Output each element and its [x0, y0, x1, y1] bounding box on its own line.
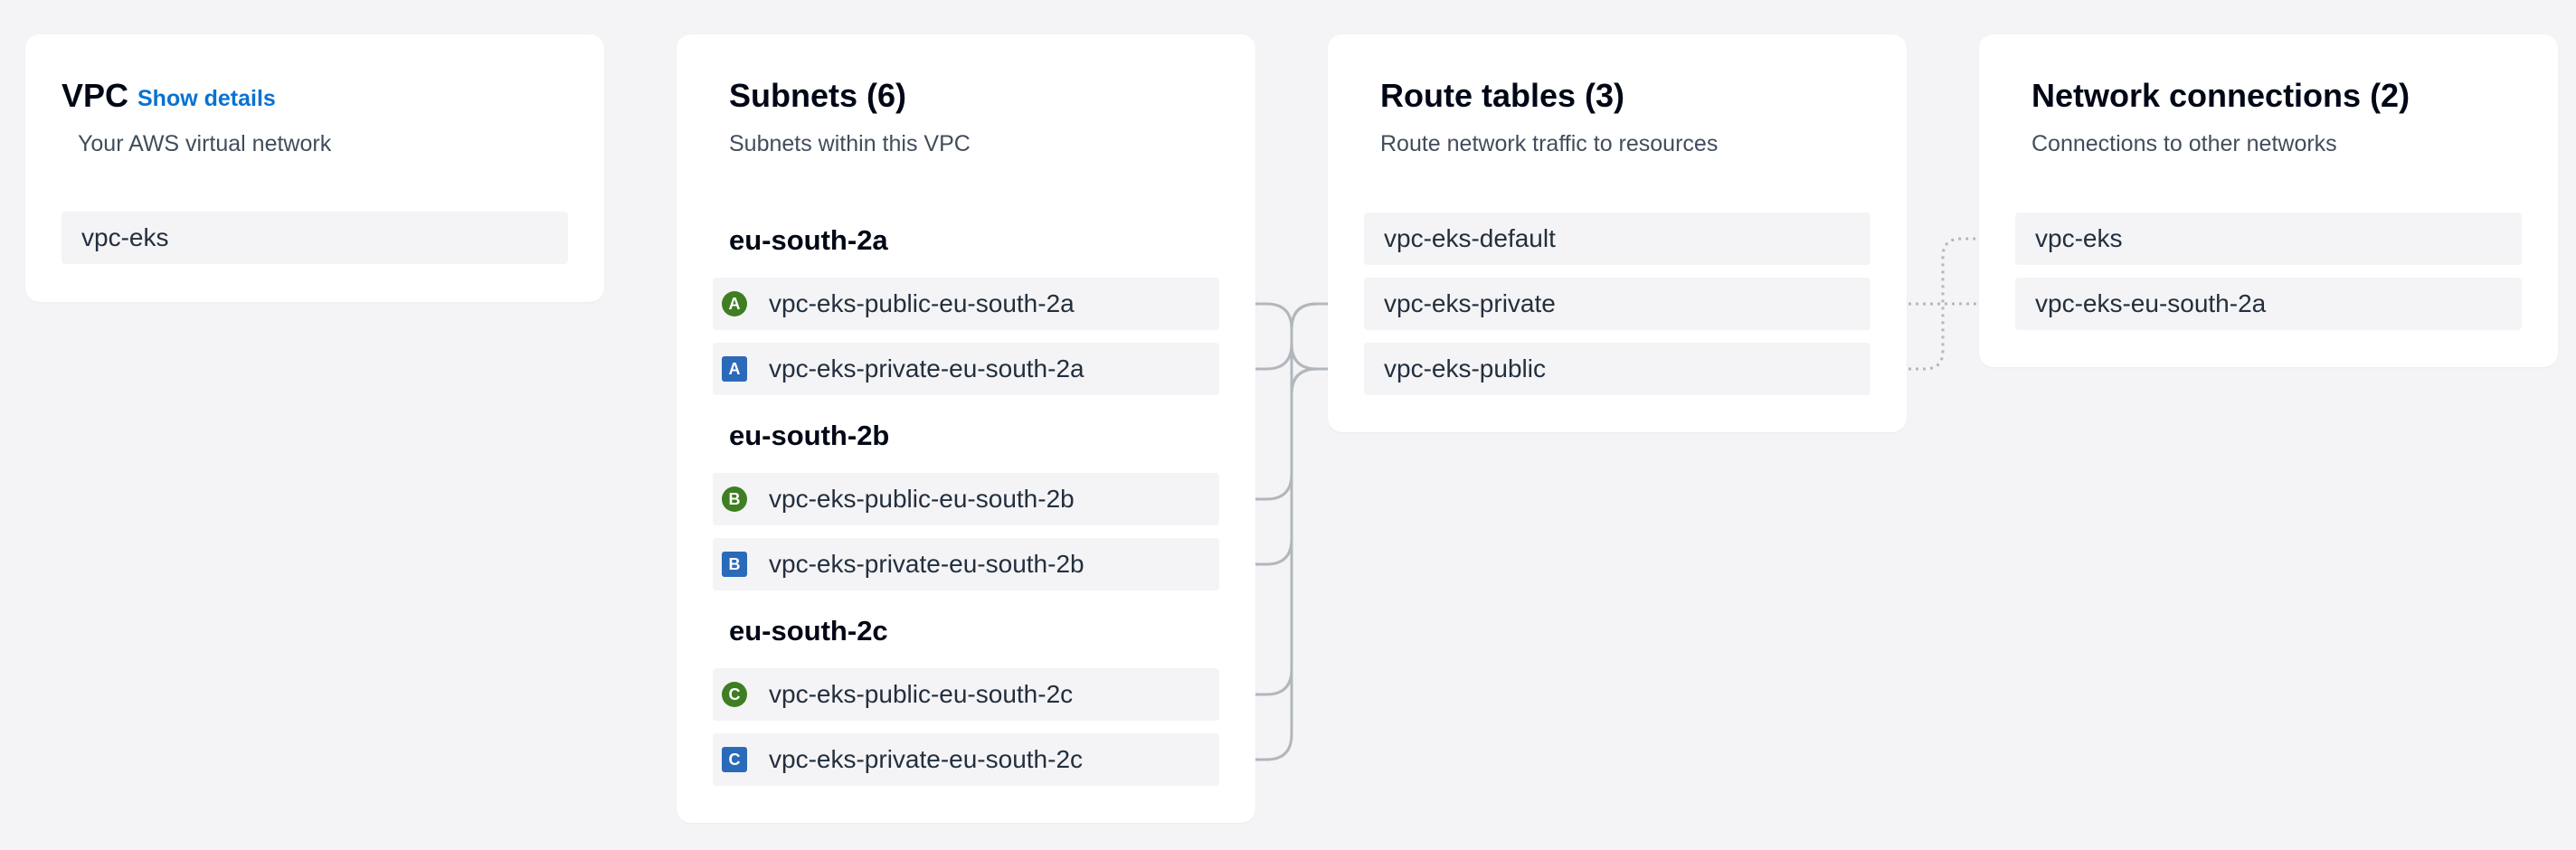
subnet-item-label: vpc-eks-public-eu-south-2a: [769, 289, 1075, 317]
network-connection-item-eu-south-2a[interactable]: vpc-eks-eu-south-2a: [2015, 278, 2522, 330]
subnet-item-private-2a[interactable]: A vpc-eks-private-eu-south-2a: [713, 343, 1219, 395]
subnet-item-label: vpc-eks-private-eu-south-2b: [769, 550, 1084, 578]
public-subnet-icon: C: [722, 682, 747, 707]
route-table-item-private[interactable]: vpc-eks-private: [1364, 278, 1870, 330]
subnets-subtitle: Subnets within this VPC: [729, 131, 971, 156]
vpc-item-label: vpc-eks: [81, 223, 169, 251]
subnet-item-public-2b[interactable]: B vpc-eks-public-eu-south-2b: [713, 473, 1219, 525]
show-details-link[interactable]: Show details: [137, 86, 276, 111]
subnets-title: Subnets (6): [729, 77, 907, 114]
private-subnet-icon: C: [722, 747, 747, 772]
network-connections-subtitle: Connections to other networks: [2031, 131, 2337, 156]
route-table-item-default[interactable]: vpc-eks-default: [1364, 212, 1870, 265]
route-table-item-label: vpc-eks-default: [1384, 224, 1556, 252]
subnet-item-private-2b[interactable]: B vpc-eks-private-eu-south-2b: [713, 538, 1219, 590]
connector-public-to-vpc-eks: [1872, 237, 2015, 371]
route-tables-subtitle: Route network traffic to resources: [1380, 131, 1719, 156]
private-subnet-icon: A: [722, 356, 747, 382]
subnet-item-label: vpc-eks-public-eu-south-2b: [769, 485, 1075, 513]
subnets-card: Subnets (6) Subnets within this VPC eu-s…: [677, 34, 1255, 823]
network-connection-item-label: vpc-eks: [2035, 224, 2123, 252]
network-connection-item-label: vpc-eks-eu-south-2a: [2035, 289, 2267, 317]
network-connection-item-vpc-eks[interactable]: vpc-eks: [2015, 212, 2522, 265]
group-heading-eu-south-2a: eu-south-2a: [729, 224, 888, 256]
route-table-item-public[interactable]: vpc-eks-public: [1364, 343, 1870, 395]
vpc-subtitle: Your AWS virtual network: [78, 131, 332, 156]
route-table-item-label: vpc-eks-private: [1384, 289, 1556, 317]
group-heading-eu-south-2b: eu-south-2b: [729, 420, 890, 451]
route-tables-card: Route tables (3) Route network traffic t…: [1328, 34, 1907, 432]
private-subnet-icon: B: [722, 552, 747, 577]
group-heading-eu-south-2c: eu-south-2c: [729, 615, 888, 647]
subnet-item-label: vpc-eks-private-eu-south-2c: [769, 745, 1084, 773]
public-subnet-icon: B: [722, 486, 747, 512]
vpc-item[interactable]: vpc-eks: [62, 212, 568, 264]
network-connections-card: Network connections (2) Connections to o…: [1979, 34, 2558, 367]
vpc-card: VPC Show details Your AWS virtual networ…: [25, 34, 604, 302]
network-connections-title: Network connections (2): [2031, 77, 2410, 114]
connector-private-2c: [1219, 302, 1364, 761]
subnet-item-label: vpc-eks-private-eu-south-2a: [769, 354, 1084, 382]
subnet-item-public-2c[interactable]: C vpc-eks-public-eu-south-2c: [713, 668, 1219, 721]
vpc-title: VPC: [62, 77, 129, 114]
subnet-item-label: vpc-eks-public-eu-south-2c: [769, 680, 1074, 708]
public-subnet-icon: A: [722, 291, 747, 316]
subnet-item-private-2c[interactable]: C vpc-eks-private-eu-south-2c: [713, 733, 1219, 786]
route-tables-title: Route tables (3): [1380, 77, 1625, 114]
subnet-item-public-2a[interactable]: A vpc-eks-public-eu-south-2a: [713, 278, 1219, 330]
route-table-item-label: vpc-eks-public: [1384, 354, 1546, 382]
